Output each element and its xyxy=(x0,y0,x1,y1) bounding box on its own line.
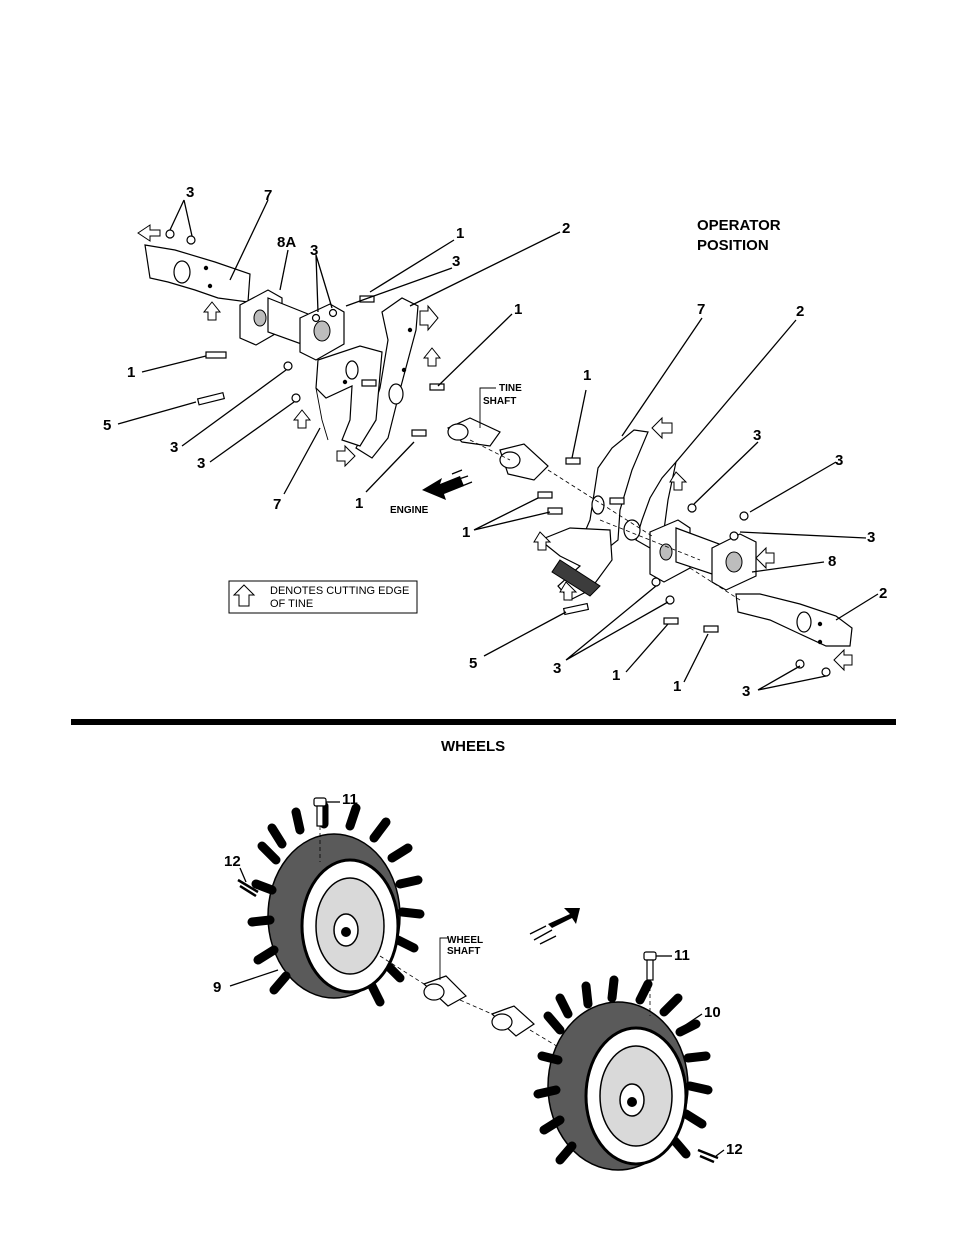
callout-5: 5 xyxy=(103,417,111,434)
tine-assembly-diagram: OPERATOR POSITION xyxy=(103,184,887,700)
callout-3: 3 xyxy=(835,452,843,469)
tine-shaft-label-line1: TINE xyxy=(499,383,522,394)
callout-3: 3 xyxy=(170,439,178,456)
callout-8: 8 xyxy=(828,553,836,570)
wheel-shaft-label-line1: WHEEL xyxy=(447,935,483,946)
callout-1: 1 xyxy=(673,678,681,695)
wheels-title: WHEELS xyxy=(441,738,505,755)
legend-text-line1: DENOTES CUTTING EDGE xyxy=(270,585,409,597)
callout-3: 3 xyxy=(310,242,318,259)
operator-position-line2: POSITION xyxy=(697,237,769,254)
direction-arrow xyxy=(530,908,580,944)
engine-direction-arrow xyxy=(422,470,472,500)
callout-3: 3 xyxy=(186,184,194,201)
wheels-diagram: WHEELS WHEEL SHAFT xyxy=(213,738,743,1170)
section-divider xyxy=(71,719,896,725)
engine-label: ENGINE xyxy=(390,505,429,516)
right-outer-tine xyxy=(736,594,852,646)
right-lower-tine xyxy=(540,528,612,600)
cutting-edge-legend: DENOTES CUTTING EDGE OF TINE xyxy=(229,581,417,613)
callout-1: 1 xyxy=(514,301,522,318)
callout-11: 11 xyxy=(342,791,358,808)
tine-hub-8 xyxy=(650,520,756,590)
callout-1: 1 xyxy=(612,667,620,684)
callout-3: 3 xyxy=(753,427,761,444)
wheel-pin-right xyxy=(698,1150,718,1162)
tine-shaft-label-line2: SHAFT xyxy=(483,396,516,407)
callout-8a: 8A xyxy=(277,234,296,251)
callout-3: 3 xyxy=(553,660,561,677)
wheel-shaft-label-line2: SHAFT xyxy=(447,946,480,957)
callout-1: 1 xyxy=(355,495,363,512)
callout-7: 7 xyxy=(264,187,272,204)
wheel-bolt-right xyxy=(644,952,656,980)
callout-3: 3 xyxy=(742,683,750,700)
callout-2: 2 xyxy=(879,585,887,602)
legend-text-line2: OF TINE xyxy=(270,598,313,610)
callout-1: 1 xyxy=(456,225,464,242)
callout-12: 12 xyxy=(224,853,241,870)
operator-position-line1: OPERATOR xyxy=(697,217,781,234)
callout-1: 1 xyxy=(462,524,470,541)
callout-1: 1 xyxy=(583,367,591,384)
callout-7: 7 xyxy=(697,301,705,318)
left-outer-tine xyxy=(145,245,250,302)
callout-7: 7 xyxy=(273,496,281,513)
callout-12: 12 xyxy=(726,1141,743,1158)
callout-3: 3 xyxy=(452,253,460,270)
callout-10: 10 xyxy=(704,1004,721,1021)
callout-2: 2 xyxy=(562,220,570,237)
left-wheel xyxy=(252,806,420,1002)
callout-1: 1 xyxy=(127,364,135,381)
right-wheel xyxy=(538,980,708,1170)
tine-hub-8a xyxy=(240,290,344,360)
callout-2: 2 xyxy=(796,303,804,320)
callout-5: 5 xyxy=(469,655,477,672)
callout-3: 3 xyxy=(197,455,205,472)
callout-11: 11 xyxy=(674,947,690,964)
callout-3: 3 xyxy=(867,529,875,546)
callout-9: 9 xyxy=(213,979,221,996)
